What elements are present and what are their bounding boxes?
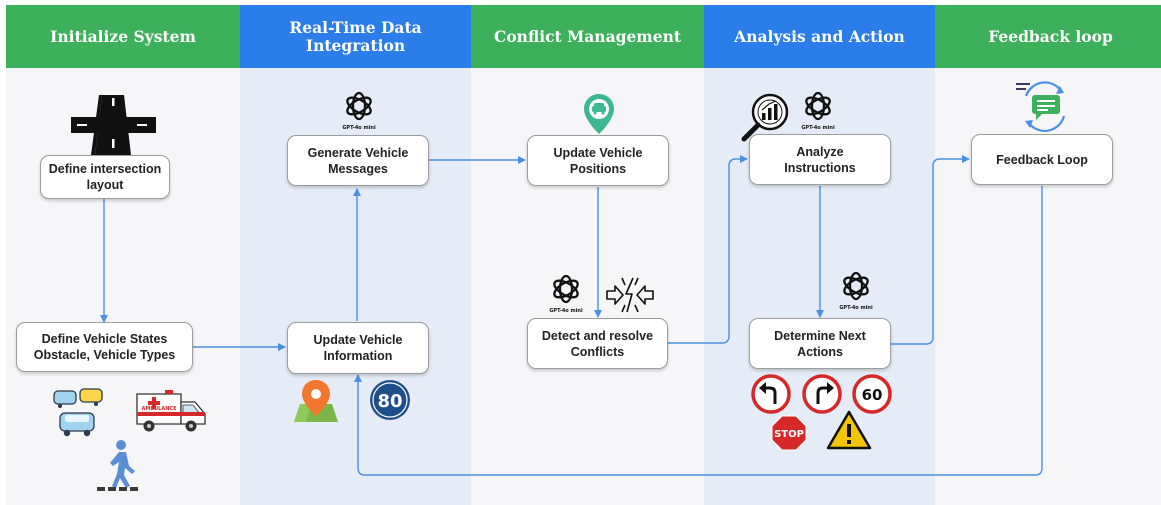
node-update-vehicle-information: Update Vehicle Information	[287, 322, 429, 374]
gpt-logo-icon-determine: GPT-4o mini	[838, 270, 874, 312]
gpt-logo-icon-detect: GPT-4o mini	[548, 273, 584, 315]
road-intersection-icon	[71, 95, 156, 155]
ambulance-icon: AMBULANCE	[135, 386, 207, 434]
arrow-feedback-return	[354, 186, 1043, 476]
node-generate-vehicle-messages: Generate Vehicle Messages	[287, 135, 429, 186]
gpt-caption: GPT-4o mini	[549, 308, 583, 314]
node-define-vehicle-states: Define Vehicle States Obstacle, Vehicle …	[16, 322, 193, 372]
gpt-logo-icon-analyze: GPT-4o mini	[800, 90, 836, 132]
gpt-logo-icon-generate: GPT-4o mini	[341, 90, 377, 132]
stop-label: STOP	[774, 429, 804, 440]
feedback-chat-icon	[1014, 80, 1076, 132]
cars-icon	[52, 385, 104, 439]
column-header-conflict: Conflict Management	[471, 5, 704, 68]
arrow-determine-to-feedback	[891, 155, 970, 345]
column-header-realtime: Real-Time Data Integration	[240, 5, 471, 68]
speed-limit-60-icon: 60	[852, 374, 892, 414]
arrow-detect-to-analyze	[668, 155, 748, 344]
node-feedback-loop: Feedback Loop	[971, 134, 1113, 185]
node-determine-next-actions: Determine Next Actions	[749, 318, 891, 369]
turn-left-sign-icon	[751, 374, 791, 414]
map-pin-icon	[292, 378, 340, 424]
turn-right-sign-icon	[802, 374, 842, 414]
gpt-caption: GPT-4o mini	[342, 125, 376, 131]
warning-sign-icon	[826, 410, 872, 450]
node-update-vehicle-positions: Update Vehicle Positions	[527, 135, 669, 186]
gpt-caption: GPT-4o mini	[801, 125, 835, 131]
node-analyze-instructions: Analyze Instructions	[749, 134, 891, 185]
column-header-feedback: Feedback loop	[935, 5, 1161, 68]
gpt-caption: GPT-4o mini	[839, 305, 873, 311]
column-header-analysis: Analysis and Action	[704, 5, 935, 68]
speed-limit-80-icon: 80	[369, 379, 411, 421]
conflict-collision-icon	[606, 274, 654, 316]
analytics-magnifier-icon	[740, 92, 790, 142]
car-location-pin-icon	[583, 93, 615, 135]
ambulance-label: AMBULANCE	[141, 406, 177, 412]
node-detect-resolve-conflicts: Detect and resolve Conflicts	[527, 318, 668, 369]
pedestrian-icon	[95, 438, 147, 492]
speed-80-label: 80	[377, 391, 402, 412]
stop-sign-icon: STOP	[771, 415, 807, 451]
node-define-intersection-layout: Define intersection layout	[40, 155, 170, 199]
column-header-initialize: Initialize System	[6, 5, 240, 68]
speed-60-label: 60	[862, 386, 883, 404]
